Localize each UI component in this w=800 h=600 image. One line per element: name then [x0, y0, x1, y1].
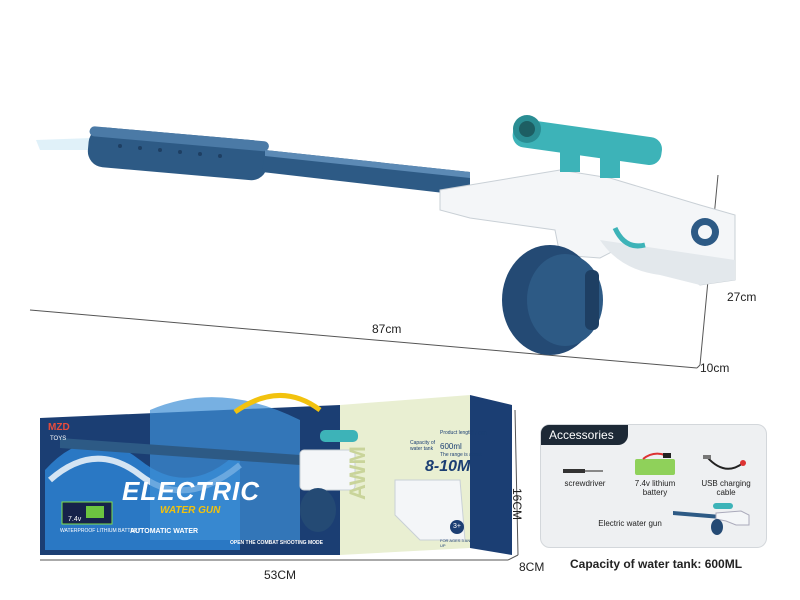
tank-capacity-value: 600ml — [440, 442, 462, 451]
battery-icon — [633, 451, 679, 482]
accessory-label-usb-cable: USB charging cable — [701, 479, 751, 497]
screwdriver-icon — [563, 463, 603, 481]
mode-label: OPEN THE COMBAT SHOOTING MODE — [230, 540, 323, 546]
product-length-label: Product length — [440, 430, 473, 436]
capacity-note: Capacity of water tank: 600ML — [570, 557, 743, 571]
accessories-title: Accessories — [541, 425, 628, 445]
battery-voltage: 7.4v — [68, 516, 82, 523]
box-subtitle: WATER GUN — [160, 505, 221, 516]
accessory-label-water-gun: Electric water gun — [598, 519, 662, 528]
height-dimension: 27cm — [727, 290, 757, 304]
accessory-label-screwdriver: screwdriver — [564, 479, 606, 488]
usb-cable-icon — [703, 453, 749, 480]
brand-logo: MZD — [48, 422, 70, 433]
water-gun-icon — [671, 501, 751, 542]
accessories-panel: Accessories screwdriver 7.4v lithium bat… — [540, 424, 767, 548]
brand-sub: TOYS — [50, 436, 67, 442]
accessory-label-battery: 7.4v lithium battery — [634, 479, 676, 497]
product-length-value: 87cm — [470, 430, 488, 437]
box-title: ELECTRIC — [122, 476, 260, 506]
range-value: 8-10M — [425, 458, 471, 475]
age-note: FOR AGES 3 AND UP — [440, 538, 474, 548]
box-depth-dimension: 8CM — [519, 560, 545, 574]
tank-capacity-label: Capacity of water tank — [410, 440, 436, 452]
battery-note: WATERPROOF LITHIUM BATTERY — [60, 528, 141, 534]
width-dimension: 10cm — [700, 361, 730, 375]
model-label: AWM — [345, 446, 370, 500]
automatic-label: AUTOMATIC WATER — [130, 528, 199, 535]
box-height-dimension: 16CM — [510, 488, 524, 521]
box-length-dimension: 53CM — [264, 568, 297, 582]
range-label: The range is about — [440, 452, 482, 458]
length-dimension: 87cm — [372, 322, 402, 336]
brand-name: MZD — [48, 422, 70, 433]
age-badge: 3+ — [450, 520, 464, 534]
